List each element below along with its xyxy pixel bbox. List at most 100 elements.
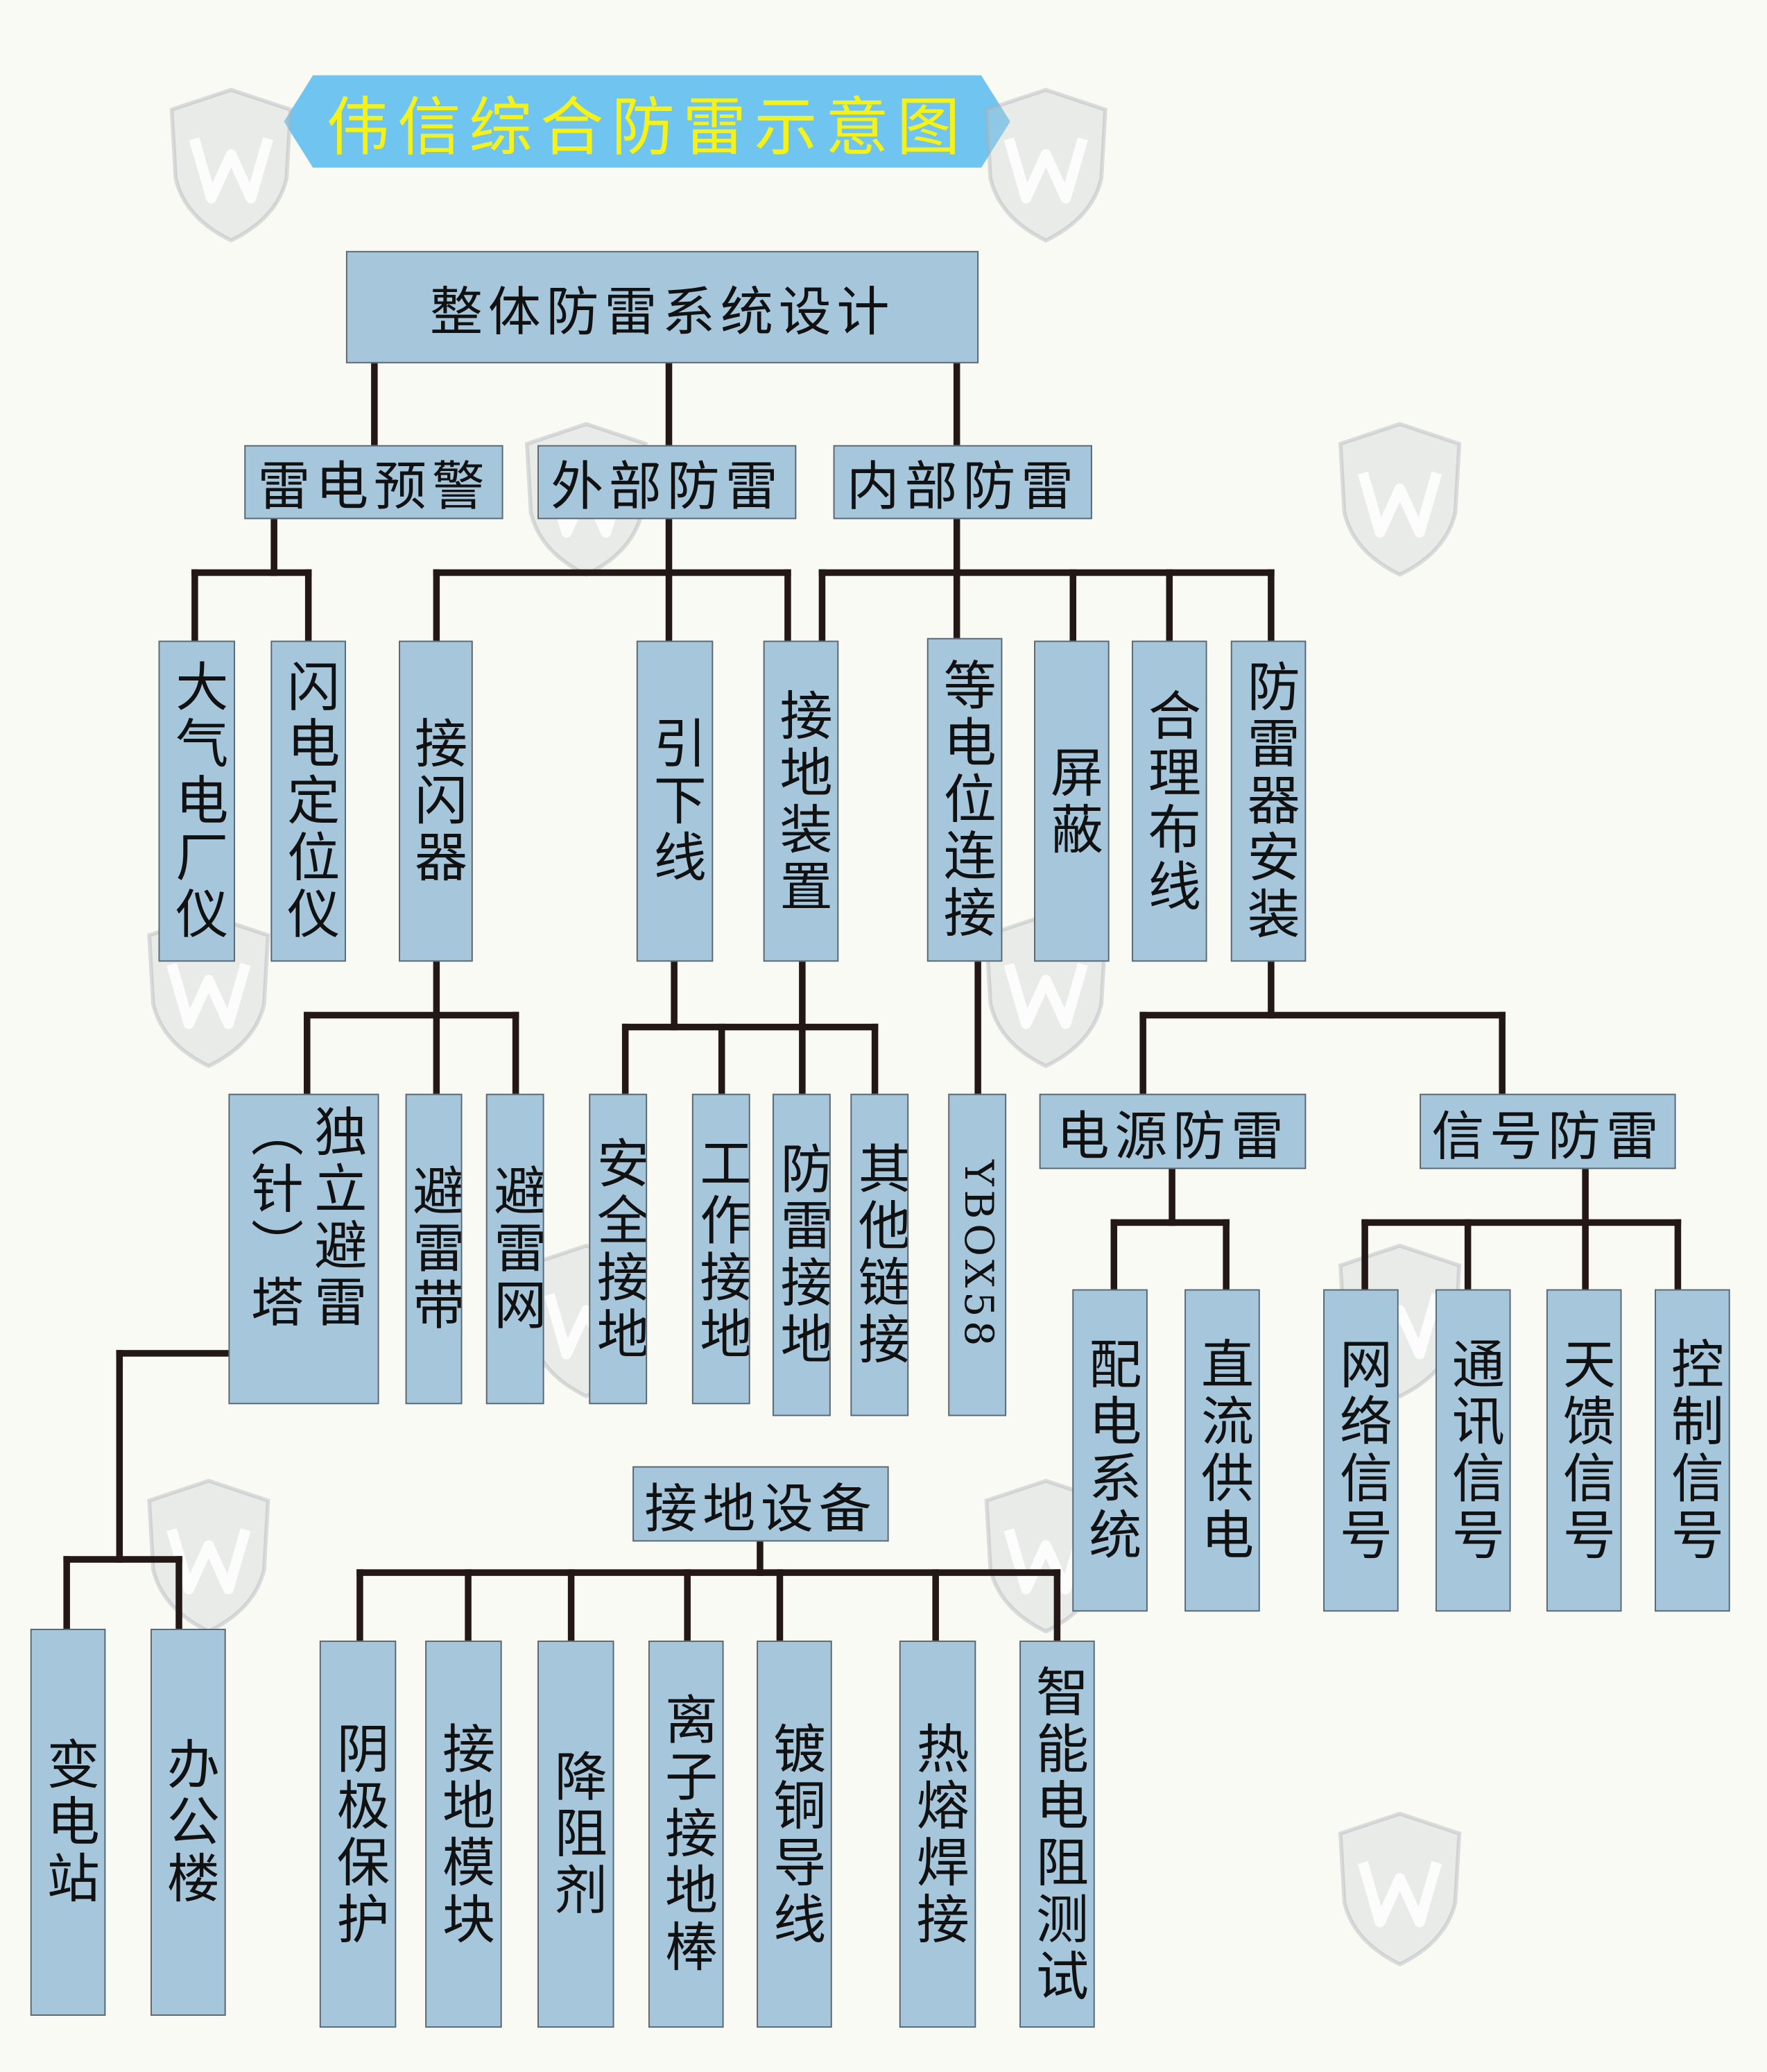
node-box: 配电系统: [1072, 1289, 1148, 1612]
connector-line: [664, 359, 672, 449]
connector-line: [1222, 1218, 1229, 1293]
node-box: 屏蔽: [1034, 640, 1110, 962]
node-label: 接闪器: [405, 716, 467, 887]
node-label: 大气电厂仪: [166, 659, 227, 943]
node-box: 接闪器: [399, 640, 473, 962]
node-label: 离子接地棒: [655, 1692, 717, 1976]
node-label: 直流供电: [1191, 1337, 1253, 1564]
node-box: 大气电厂仪: [158, 640, 235, 962]
node-box: 降阻剂: [537, 1641, 614, 2028]
connector-line: [1267, 568, 1274, 644]
connector-line: [952, 359, 960, 449]
node-label: 内部防雷: [846, 456, 1079, 518]
connector-line: [1673, 1218, 1681, 1293]
node-external-protection: 外部防雷: [537, 445, 797, 520]
node-box: 接地模块: [425, 1641, 502, 2028]
connector-line: [303, 1011, 310, 1097]
node-box: 智能电阻测试: [1019, 1641, 1095, 2028]
node-label: 智能电阻测试: [1026, 1663, 1088, 2005]
node-box: 合理布线: [1131, 640, 1207, 962]
connector-line: [303, 1011, 519, 1018]
connector-line: [432, 568, 791, 576]
node-box: 接地设备: [632, 1466, 889, 1542]
node-label: 引下线: [644, 716, 705, 887]
node-label: 整体防雷系统设计: [429, 282, 895, 343]
node-label: YBOX58: [954, 1159, 1001, 1351]
connector-line: [1267, 958, 1274, 1018]
node-box: 其他链接: [850, 1093, 909, 1416]
node-label: 控制信号: [1662, 1337, 1723, 1564]
node-label: 网络信号: [1330, 1337, 1392, 1564]
node-label: 等电位连接: [934, 658, 995, 942]
node-label: 办公楼: [157, 1737, 219, 1908]
connector-line: [1361, 1218, 1368, 1293]
connector-line: [1498, 1011, 1505, 1097]
connector-line: [756, 1538, 763, 1575]
connector-line: [304, 568, 311, 644]
connector-line: [567, 1568, 574, 1644]
node-box: YBOX58: [948, 1093, 1007, 1416]
connector-line: [356, 1568, 363, 1644]
connector-line: [511, 1011, 519, 1097]
node-box: 网络信号: [1323, 1289, 1399, 1612]
node-label: 降阻剂: [545, 1749, 607, 1919]
node-box: 变电站: [30, 1629, 106, 2016]
connector-line: [784, 568, 791, 644]
connector-line: [683, 1568, 690, 1644]
connector-line: [1053, 1568, 1060, 1644]
connector-line: [370, 359, 377, 449]
connector-line: [432, 568, 440, 644]
connector-line: [870, 1022, 878, 1097]
node-box: 防雷接地: [773, 1093, 831, 1416]
node-box: 防雷器安装: [1230, 640, 1307, 962]
node-label: 通讯信号: [1442, 1337, 1504, 1564]
node-box: 直流供电: [1184, 1289, 1260, 1612]
root-node: 整体防雷系统设计: [345, 250, 979, 363]
node-label: 工作接地: [691, 1135, 750, 1363]
node-box: 接地装置: [763, 640, 839, 962]
node-label: 安全接地: [589, 1135, 648, 1363]
node-label: 避雷网: [485, 1163, 544, 1335]
connector-line: [1168, 1165, 1175, 1226]
connector-line: [115, 1349, 123, 1562]
node-box: 引下线: [636, 640, 714, 962]
node-label: 变电站: [37, 1737, 98, 1908]
node-box: 天馈信号: [1546, 1289, 1622, 1612]
node-label: 天馈信号: [1553, 1337, 1615, 1564]
connector-line: [1463, 1218, 1471, 1293]
watermark-shield-icon: [1338, 1811, 1462, 1967]
connector-line: [664, 515, 672, 644]
connector-line: [115, 1349, 232, 1356]
node-box: 避雷带: [405, 1093, 463, 1405]
connector-line: [270, 515, 277, 576]
node-label: 阴极保护: [327, 1720, 388, 1948]
watermark-shield-icon: [984, 87, 1107, 243]
connector-line: [191, 568, 311, 576]
node-label: 热熔焊接: [907, 1720, 968, 1948]
node-label: 配电系统: [1079, 1337, 1141, 1564]
node-internal-protection: 内部防雷: [833, 445, 1092, 520]
node-box: 信号防雷: [1420, 1093, 1676, 1170]
node-label: 电源防雷: [1056, 1106, 1289, 1167]
node-label: 避雷带: [405, 1163, 463, 1335]
connector-line: [432, 958, 440, 1097]
node-label: 接地装置: [770, 687, 831, 915]
node-label: 外部防雷: [551, 456, 784, 518]
connector-line: [621, 1022, 628, 1097]
node-box: 镀铜导线: [757, 1641, 832, 2028]
watermark-shield-icon: [1338, 422, 1462, 577]
diagram-title-banner: 伟信综合防雷示意图: [284, 75, 1010, 168]
connector-line: [1581, 1165, 1588, 1293]
node-box: 闪电定位仪: [270, 640, 346, 962]
connector-line: [175, 1555, 182, 1632]
connector-line: [1165, 568, 1173, 644]
connector-line: [775, 1568, 783, 1644]
connector-line: [1110, 1218, 1229, 1226]
connector-line: [1139, 1011, 1505, 1018]
node-box: 电源防雷: [1039, 1093, 1307, 1170]
connector-line: [670, 958, 677, 1030]
connector-line: [1069, 568, 1076, 644]
connector-line: [62, 1555, 182, 1562]
node-label: 防雷接地: [773, 1141, 831, 1369]
